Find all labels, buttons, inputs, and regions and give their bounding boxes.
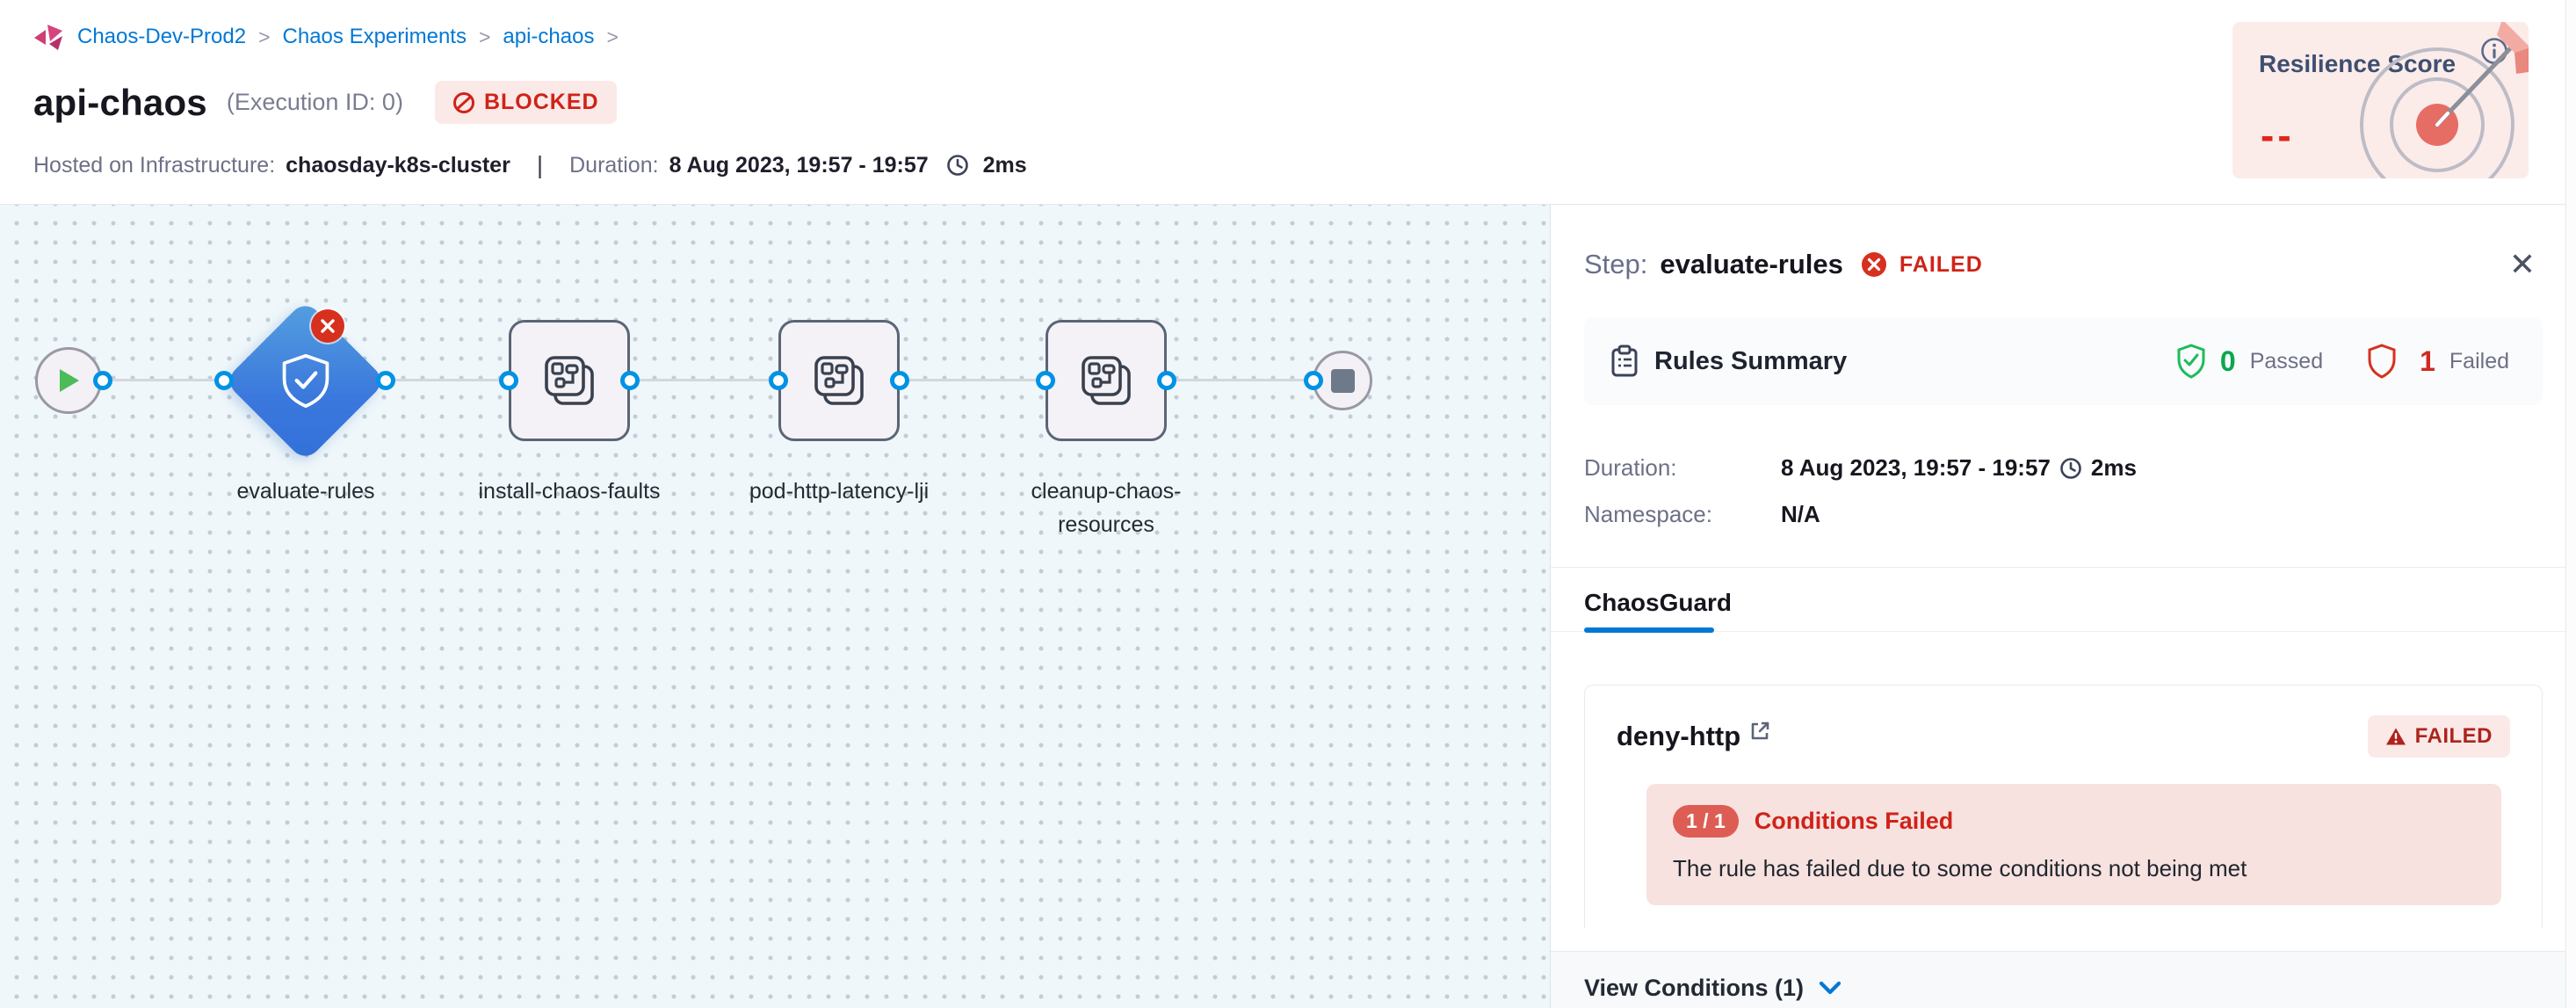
duration-value: 8 Aug 2023, 19:57 - 19:57: [669, 152, 929, 178]
node-label: evaluate-rules: [236, 479, 375, 504]
infra-value: chaosday-k8s-cluster: [286, 152, 510, 178]
node-pod-http-latency[interactable]: [778, 320, 900, 441]
tab-chaosguard[interactable]: ChaosGuard: [1584, 589, 1733, 633]
blocked-icon: [452, 91, 474, 113]
scrollbar[interactable]: [2565, 0, 2576, 1008]
port[interactable]: [93, 371, 112, 390]
failed-label: Failed: [2449, 348, 2509, 373]
port[interactable]: [1304, 371, 1323, 390]
port[interactable]: [1157, 371, 1176, 390]
breadcrumb-project[interactable]: Chaos-Dev-Prod2: [77, 25, 247, 48]
step-label: Step:: [1584, 249, 1648, 279]
namespace-label: Namespace:: [1584, 501, 1712, 527]
node-cleanup-chaos-resources[interactable]: [1046, 320, 1167, 441]
rules-summary-title: Rules Summary: [1654, 346, 1848, 375]
page-header: Chaos-Dev-Prod2 > Chaos Experiments > ap…: [0, 0, 2576, 205]
rules-summary-card: Rules Summary 0 Passed 1 Failed: [1584, 317, 2543, 405]
panel-duration-value: 8 Aug 2023, 19:57 - 19:57: [1781, 454, 2051, 481]
warning-triangle-icon: [2385, 728, 2406, 745]
shield-check-icon: [282, 353, 329, 408]
status-badge-blocked: BLOCKED: [434, 81, 617, 124]
target-illustration: [2342, 22, 2529, 178]
pipeline-start-node[interactable]: [35, 347, 102, 414]
port[interactable]: [499, 371, 518, 390]
panel-duration-label: Duration:: [1584, 454, 1677, 481]
fault-step-icon: [545, 356, 594, 405]
failed-circle-icon: [1861, 252, 1886, 277]
passed-label: Passed: [2249, 348, 2324, 373]
node-install-chaos-faults[interactable]: [509, 320, 630, 441]
port[interactable]: [890, 371, 909, 390]
stop-icon: [1330, 368, 1355, 393]
node-label: pod-http-latency-lji: [749, 479, 930, 504]
port[interactable]: [1036, 371, 1055, 390]
play-icon: [60, 369, 79, 392]
pipeline-canvas[interactable]: evaluate-rules install-chaos-faults pod-…: [0, 205, 1551, 1008]
passed-count: 0: [2219, 344, 2236, 377]
fault-step-icon: [814, 356, 864, 405]
breadcrumb-separator: >: [606, 25, 619, 48]
breadcrumb-experiments[interactable]: Chaos Experiments: [282, 25, 467, 48]
breadcrumb: Chaos-Dev-Prod2 > Chaos Experiments > ap…: [33, 23, 619, 51]
clock-icon: [2060, 457, 2081, 479]
shield-failed-icon: [2368, 344, 2396, 379]
tab-chaosguard-label: ChaosGuard: [1584, 589, 1733, 616]
step-details-panel: Step: evaluate-rules FAILED ✕ Rules Summ…: [1551, 205, 2576, 1008]
divider: [1551, 567, 2576, 568]
breadcrumb-separator: >: [478, 25, 491, 48]
conditions-failed-title: Conditions Failed: [1754, 808, 1954, 834]
conditions-failed-alert: 1 / 1 Conditions Failed The rule has fai…: [1646, 784, 2501, 906]
duration-ms: 2ms: [982, 152, 1027, 178]
rule-status-badge: FAILED: [2367, 715, 2510, 758]
port[interactable]: [376, 371, 395, 390]
failed-count: 1: [2420, 344, 2435, 377]
chevron-down-icon: [1819, 981, 1842, 994]
port[interactable]: [769, 371, 788, 390]
view-conditions-label: View Conditions (1): [1584, 975, 1805, 1002]
conditions-ratio-pill: 1 / 1: [1673, 805, 1739, 838]
failed-badge-icon: [311, 309, 344, 343]
breadcrumb-experiment-name[interactable]: api-chaos: [503, 25, 595, 48]
step-status: FAILED: [1899, 251, 1983, 277]
meta-divider: |: [536, 151, 544, 178]
panel-duration-ms: 2ms: [2090, 454, 2137, 481]
port[interactable]: [620, 371, 640, 390]
clipboard-icon: [1611, 344, 1638, 377]
breadcrumb-separator: >: [258, 25, 271, 48]
node-label: cleanup-chaos-resources: [1031, 479, 1182, 537]
rule-name: deny-http: [1617, 721, 1741, 751]
close-icon[interactable]: ✕: [2508, 246, 2536, 282]
tab-bar: ChaosGuard: [1551, 568, 2576, 633]
resilience-score-value: --: [2261, 112, 2295, 158]
node-label: install-chaos-faults: [478, 479, 661, 504]
status-badge-label: BLOCKED: [483, 90, 599, 114]
execution-id: (Execution ID: 0): [226, 89, 403, 115]
shield-passed-icon: [2177, 344, 2205, 379]
rule-card-deny-http: deny-http FAILED 1 / 1 Conditions F: [1584, 685, 2543, 929]
conditions-failed-message: The rule has failed due to some conditio…: [1673, 855, 2247, 881]
active-tab-indicator: [1584, 627, 1714, 633]
clock-icon: [946, 154, 969, 177]
resilience-score-title: Resilience Score: [2259, 50, 2457, 77]
chaos-logo-icon: [34, 25, 62, 50]
duration-label: Duration:: [569, 152, 659, 178]
pipeline-connector: [97, 379, 1320, 381]
namespace-value: N/A: [1781, 501, 1820, 527]
view-conditions-toggle[interactable]: View Conditions (1): [1551, 951, 2576, 1008]
page-title: api-chaos: [33, 81, 207, 123]
fault-step-icon: [1082, 356, 1131, 405]
resilience-score-card: Resilience Score --: [2232, 22, 2529, 178]
step-name: evaluate-rules: [1660, 249, 1843, 279]
infra-label: Hosted on Infrastructure:: [33, 152, 276, 178]
port[interactable]: [214, 371, 234, 390]
external-link-icon[interactable]: [1749, 721, 1770, 742]
rule-status-label: FAILED: [2414, 724, 2493, 748]
